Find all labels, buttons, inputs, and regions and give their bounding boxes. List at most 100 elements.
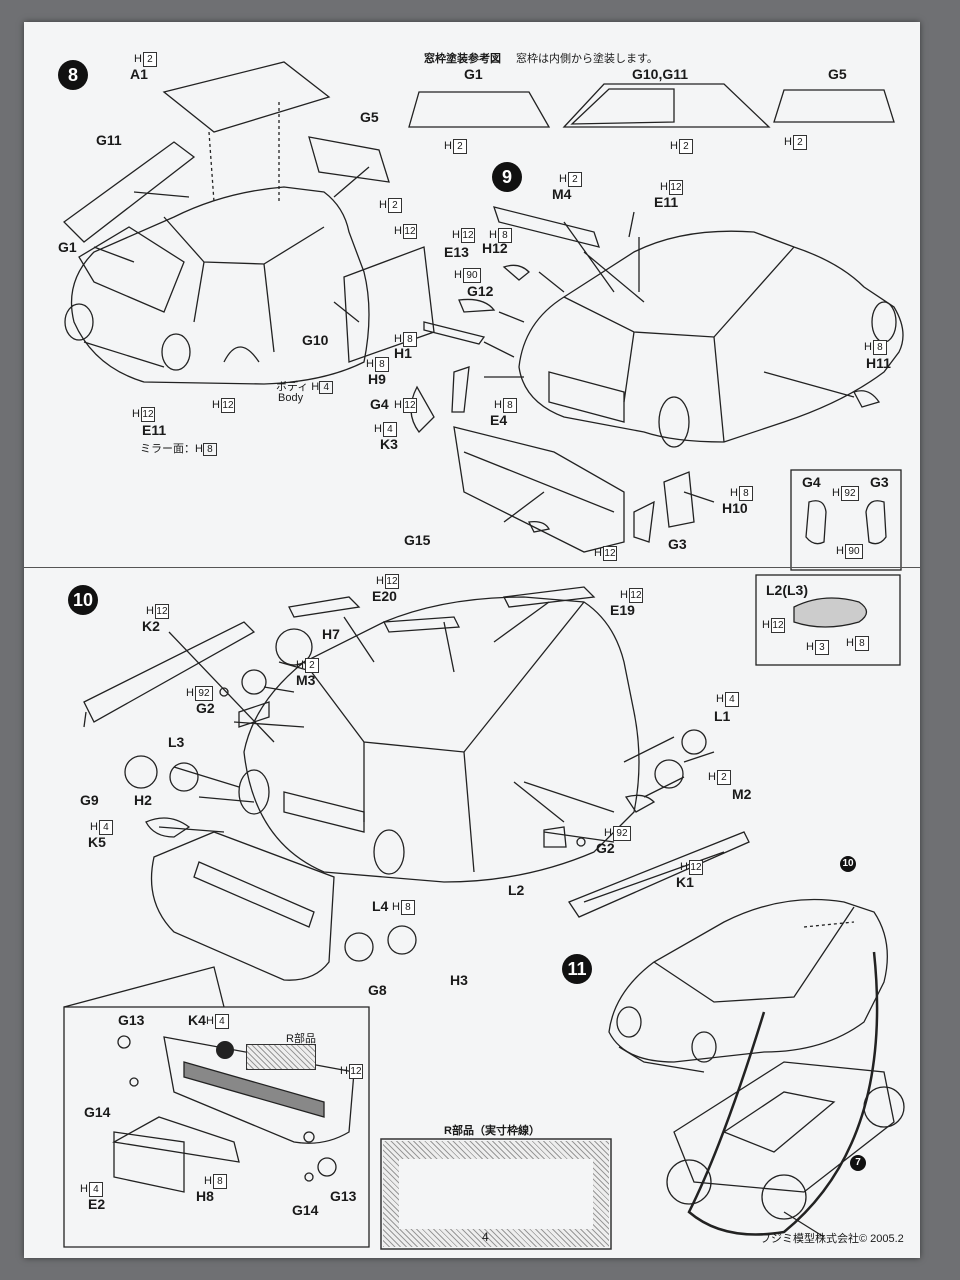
s9-inset-g4: G4 [802,474,821,490]
window-guide-note: 窓枠は内側から塗装します。 [516,53,658,65]
win-label-g10-g11: G10,G11 [632,66,689,82]
bumper-g14b: G14 [292,1202,319,1218]
s9-g4: G4 [370,396,389,412]
page-number: 4 [482,1230,489,1244]
s10-inset-title: L2(L3) [766,582,808,598]
s8-e11: E11 [142,422,167,438]
s8-body-en: Body [278,392,304,404]
s10-k2: K2 [142,618,160,634]
s9-m4: M4 [552,186,572,202]
s10-m3: M3 [296,672,316,688]
s8-g11: G11 [96,132,122,148]
publisher-footer: フジミ模型株式会社© 2005.2 [760,1233,904,1245]
paint-icon [216,1041,234,1059]
bumper-r-parts: R部品 [286,1033,316,1045]
s9-h9: H9 [368,371,386,387]
s9-k3: K3 [380,436,398,452]
s8-g5: G5 [360,109,379,125]
bumper-g14: G14 [84,1104,111,1120]
s9-h10: H10 [722,500,748,516]
s10-l4: L4 [372,898,389,914]
s10-h3: H3 [450,972,468,988]
line-art [63,61,905,1250]
step-10-badge: 10 [68,585,98,615]
s10-l3: L3 [168,734,185,750]
s10-g2: G2 [196,700,215,716]
bumper-e2: E2 [88,1196,106,1212]
win-label-g1: G1 [464,66,483,82]
s10-g9: G9 [80,792,99,808]
s10-e20: E20 [372,588,397,604]
s9-g15: G15 [404,532,431,548]
s10-l1: L1 [714,708,731,724]
r-part-mesh [246,1044,316,1070]
step-8-badge: 8 [58,60,88,90]
bumper-g13: G13 [118,1012,145,1028]
s9-g12: G12 [467,283,494,299]
s8-g10: G10 [302,332,329,348]
s9-g3: G3 [668,536,687,552]
s9-e11: E11 [654,194,679,210]
s10-h7: H7 [322,626,340,642]
s9-e13: E13 [444,244,469,260]
s10-g8: G8 [368,982,387,998]
step-9-badge: 9 [492,162,522,192]
s10-g2b: G2 [596,840,615,856]
bumper-h8: H8 [196,1188,214,1204]
s9-h1: H1 [394,345,412,361]
s8-a1: A1 [130,66,148,82]
step-7-ref: 7 [850,1155,866,1171]
s10-e19: E19 [610,602,635,618]
s9-e4: E4 [490,412,508,428]
s10-k1: K1 [676,874,694,890]
step-10-ref: 10 [840,856,856,872]
win-label-g5: G5 [828,66,847,82]
bumper-g13b: G13 [330,1188,357,1204]
section-divider [24,567,920,568]
s10-h2: H2 [134,792,152,808]
step-11-badge: 11 [562,954,592,984]
r-parts-window [399,1159,593,1229]
s9-h11: H11 [866,355,891,371]
window-guide-title: 窓枠塗装参考図 [424,53,501,65]
bumper-k4: K4 [188,1012,206,1028]
